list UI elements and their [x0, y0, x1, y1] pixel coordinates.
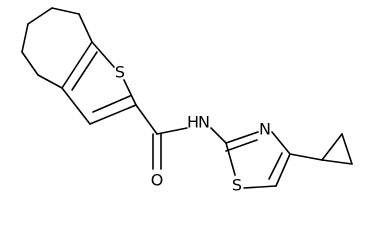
atom-labels: S O N H N S	[115, 63, 271, 195]
bond	[210, 127, 227, 144]
bond	[156, 127, 188, 135]
structure-canvas: S O N H N S	[21, 7, 353, 195]
bond	[341, 133, 353, 165]
thiophene-sulfur-label: S	[115, 63, 125, 82]
bond	[27, 7, 53, 25]
bond	[91, 41, 115, 68]
bond	[61, 41, 93, 89]
carbonyl-oxygen-label: O	[151, 171, 164, 190]
amide-group	[135, 104, 227, 170]
bond	[275, 153, 291, 187]
bond	[51, 7, 80, 15]
bond	[268, 152, 283, 180]
bond	[89, 104, 137, 125]
bond	[61, 87, 91, 125]
bond	[21, 23, 29, 53]
bond	[78, 13, 93, 43]
molecule-drawing: S O N H N S	[21, 7, 353, 195]
bond	[37, 74, 63, 89]
cyclopropyl-group	[289, 133, 353, 165]
bond	[321, 133, 343, 161]
thiazole-ring	[225, 131, 291, 189]
bond	[289, 153, 323, 161]
cycloheptane-ring	[21, 7, 93, 89]
thiazole-nitrogen-label: N	[259, 120, 271, 139]
bond	[321, 159, 353, 165]
thiazole-sulfur-label: S	[232, 176, 242, 195]
bond	[225, 142, 236, 176]
amide-hydrogen-label: H	[187, 113, 199, 132]
bond	[123, 79, 137, 106]
bond	[225, 131, 259, 144]
amide-nitrogen-label: N	[198, 113, 210, 132]
thiophene-ring	[61, 41, 137, 125]
bond	[243, 185, 277, 189]
bond	[225, 139, 258, 152]
bond	[271, 131, 291, 155]
amide-nh-label: N H	[187, 113, 210, 132]
bond	[135, 104, 158, 135]
bond	[71, 51, 98, 91]
bond	[21, 51, 39, 76]
bond	[92, 95, 131, 113]
